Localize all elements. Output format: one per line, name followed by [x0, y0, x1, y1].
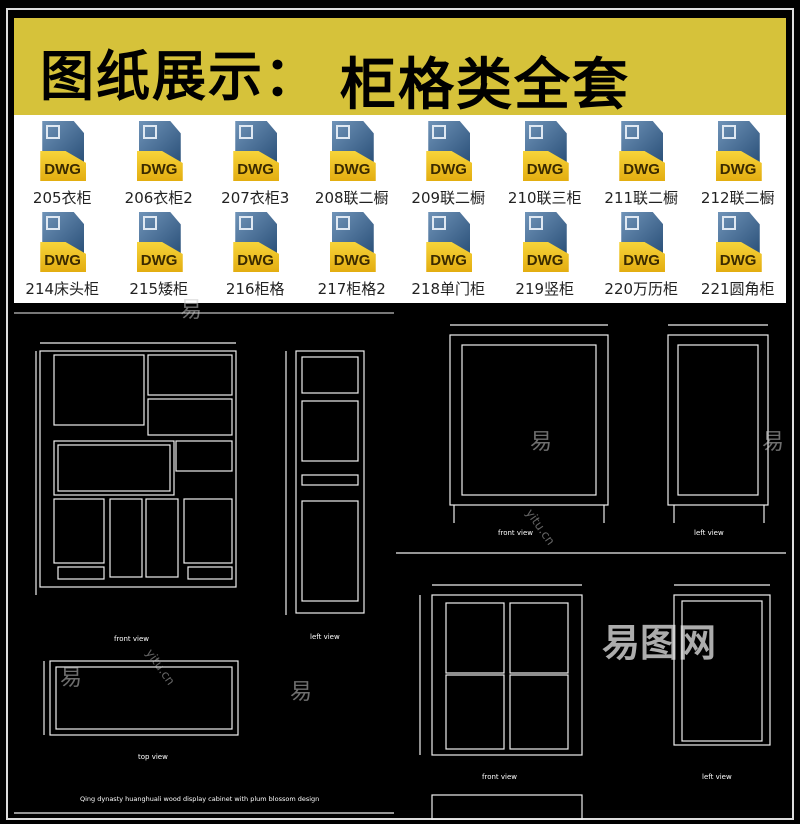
file-name: 215矮柜 — [129, 280, 189, 298]
file-name: 211联二橱 — [604, 189, 679, 207]
watermark-char: 易 — [290, 680, 313, 705]
file-name: 217柜格2 — [317, 280, 386, 298]
dwg-file[interactable]: DWG 208联二橱 — [304, 121, 401, 212]
cad-drawings: front view left view top view Qing dynas… — [14, 305, 786, 821]
dwg-file[interactable]: DWG 212联二橱 — [690, 121, 787, 212]
dwg-file[interactable]: DWG 205衣柜 — [14, 121, 111, 212]
dwg-file-icon: DWG — [712, 212, 764, 276]
left-view-caption-2: left view — [694, 529, 724, 537]
dwg-file-icon: DWG — [615, 121, 667, 185]
dwg-file[interactable]: DWG 215矮柜 — [111, 212, 208, 303]
dwg-file[interactable]: DWG 207衣柜3 — [207, 121, 304, 212]
file-name: 206衣柜2 — [124, 189, 193, 207]
file-name: 209联二橱 — [411, 189, 486, 207]
file-name: 214床头柜 — [25, 280, 100, 298]
watermark-char: 易 — [180, 298, 203, 323]
watermark-brand: 易图网 — [602, 621, 717, 665]
file-name: 218单门柜 — [411, 280, 486, 298]
watermark-char: 易 — [60, 666, 83, 691]
left-view-caption-3: left view — [702, 773, 732, 781]
front-view-caption-2: front view — [498, 529, 533, 537]
dwg-file[interactable]: DWG 220万历柜 — [593, 212, 690, 303]
watermark-char: 易 — [762, 430, 785, 455]
dwg-file-icon: DWG — [422, 212, 474, 276]
cad-linework — [14, 312, 786, 821]
front-view-caption-3: front view — [482, 773, 517, 781]
watermark-char: 易 — [530, 430, 553, 455]
drawing-description: Qing dynasty huanghuali wood display cab… — [80, 795, 320, 803]
dwg-file-icon: DWG — [229, 212, 281, 276]
dwg-file[interactable]: DWG 211联二橱 — [593, 121, 690, 212]
dwg-file-icon: DWG — [36, 212, 88, 276]
dwg-file-icon: DWG — [615, 212, 667, 276]
dwg-file[interactable]: DWG 210联三柜 — [497, 121, 594, 212]
dwg-file-icon: DWG — [326, 121, 378, 185]
dwg-file-icon: DWG — [422, 121, 474, 185]
banner-title-right: 柜格类全套 — [340, 53, 630, 118]
file-name: 205衣柜 — [32, 189, 92, 207]
banner-title-left: 图纸展示： — [40, 45, 320, 108]
file-name: 207衣柜3 — [221, 189, 290, 207]
file-name: 220万历柜 — [604, 280, 679, 298]
dwg-file[interactable]: DWG 206衣柜2 — [111, 121, 208, 212]
dwg-file-icon: DWG — [229, 121, 281, 185]
image-frame — [6, 8, 794, 820]
dwg-file-icon: DWG — [519, 121, 571, 185]
dwg-file[interactable]: DWG 221圆角柜 — [690, 212, 787, 303]
file-name: 210联三柜 — [507, 189, 582, 207]
title-banner: 图纸展示： 柜格类全套 — [14, 18, 786, 118]
dwg-file[interactable]: DWG 219竖柜 — [497, 212, 594, 303]
file-name: 216柜格 — [225, 280, 285, 298]
dwg-file[interactable]: DWG 214床头柜 — [14, 212, 111, 303]
dwg-file[interactable]: DWG 216柜格 — [207, 212, 304, 303]
dwg-file-icon: DWG — [133, 121, 185, 185]
dwg-file-icon: DWG — [36, 121, 88, 185]
dwg-file-icon: DWG — [519, 212, 571, 276]
dwg-file[interactable]: DWG 209联二橱 — [400, 121, 497, 212]
dwg-file[interactable]: DWG 217柜格2 — [304, 212, 401, 303]
dwg-file[interactable]: DWG 218单门柜 — [400, 212, 497, 303]
left-view-caption: left view — [310, 633, 340, 641]
dwg-file-icon: DWG — [326, 212, 378, 276]
dwg-file-icon: DWG — [133, 212, 185, 276]
file-name: 208联二橱 — [314, 189, 389, 207]
file-name: 219竖柜 — [515, 280, 575, 298]
file-name: 221圆角柜 — [700, 280, 775, 298]
file-name: 212联二橱 — [700, 189, 775, 207]
front-view-caption: front view — [114, 635, 149, 643]
dwg-file-icon: DWG — [712, 121, 764, 185]
top-view-caption: top view — [138, 753, 168, 761]
